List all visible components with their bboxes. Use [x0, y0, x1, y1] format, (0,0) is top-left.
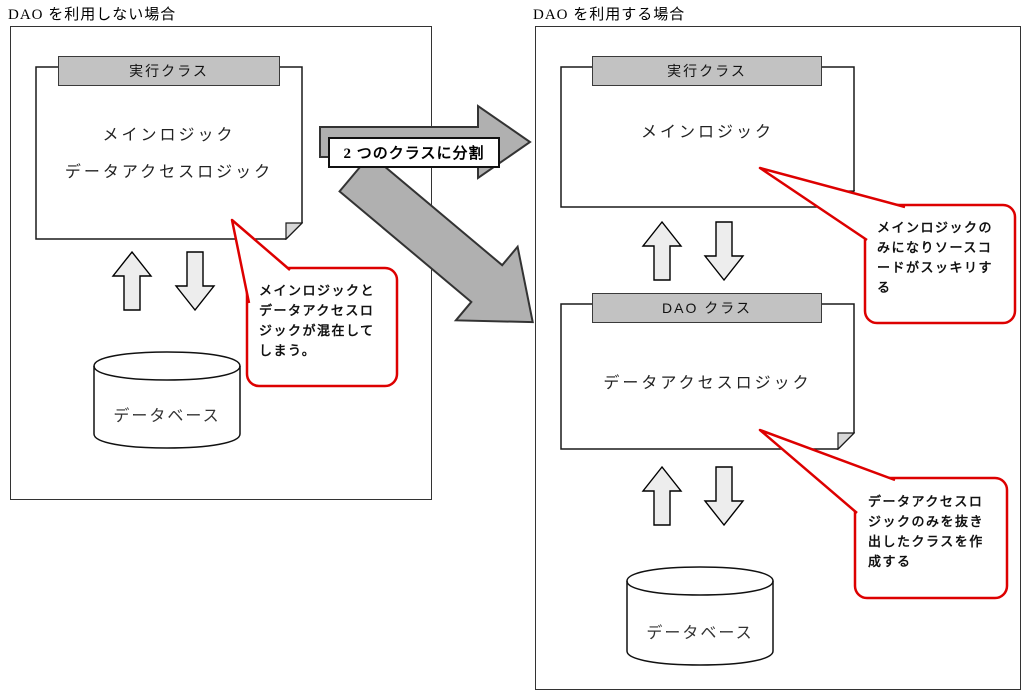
dao-class-note: DAO クラス データアクセスロジック	[560, 293, 855, 450]
down-arrow-icon	[174, 251, 216, 312]
down-arrow-icon	[703, 221, 745, 282]
data-access-logic-text: データアクセスロジック	[64, 164, 274, 181]
up-arrow-icon	[111, 250, 153, 311]
mixed-logic-callout-text: メインロジックと データアクセスロ ジックが混在して しまう。	[259, 283, 376, 359]
right-database: データベース	[625, 565, 775, 667]
up-arrow-icon	[641, 220, 683, 281]
right-main-logic-text: メインロジック	[640, 124, 774, 141]
left-database-label: データベース	[113, 408, 221, 425]
left-exec-class-note: 実行クラス メインロジック データアクセスロジック	[35, 56, 303, 240]
right-data-access-logic-text: データアクセスロジック	[603, 375, 812, 392]
database-icon	[626, 566, 774, 666]
database-icon	[93, 351, 241, 449]
right-panel	[535, 26, 1021, 690]
right-database-label: データベース	[646, 625, 754, 642]
split-label: 2 つのクラスに分割	[328, 137, 500, 168]
dao-class-tab: DAO クラス	[592, 293, 822, 323]
up-arrow-icon	[641, 465, 683, 526]
exec-callout-text: メインロジックの みになりソースコ ードがスッキリす る	[877, 220, 994, 296]
mixed-logic-callout-icon	[230, 218, 399, 388]
left-panel-title: DAO を利用しない場合	[8, 7, 177, 23]
split-diagonal-arrow-icon	[338, 153, 534, 324]
left-database: データベース	[92, 350, 242, 450]
right-exec-class-tab: 実行クラス	[592, 56, 822, 86]
dao-callout-icon	[758, 428, 1009, 600]
down-arrow-icon	[703, 466, 745, 527]
right-exec-class-note: 実行クラス メインロジック	[560, 56, 855, 208]
exec-callout-icon	[758, 166, 1017, 325]
main-logic-text: メインロジック	[102, 127, 236, 144]
right-panel-title: DAO を利用する場合	[533, 7, 686, 23]
left-exec-class-tab: 実行クラス	[58, 56, 280, 86]
dao-callout-text: データアクセスロ ジックのみを抜き 出したクラスを作 成する	[868, 494, 985, 570]
